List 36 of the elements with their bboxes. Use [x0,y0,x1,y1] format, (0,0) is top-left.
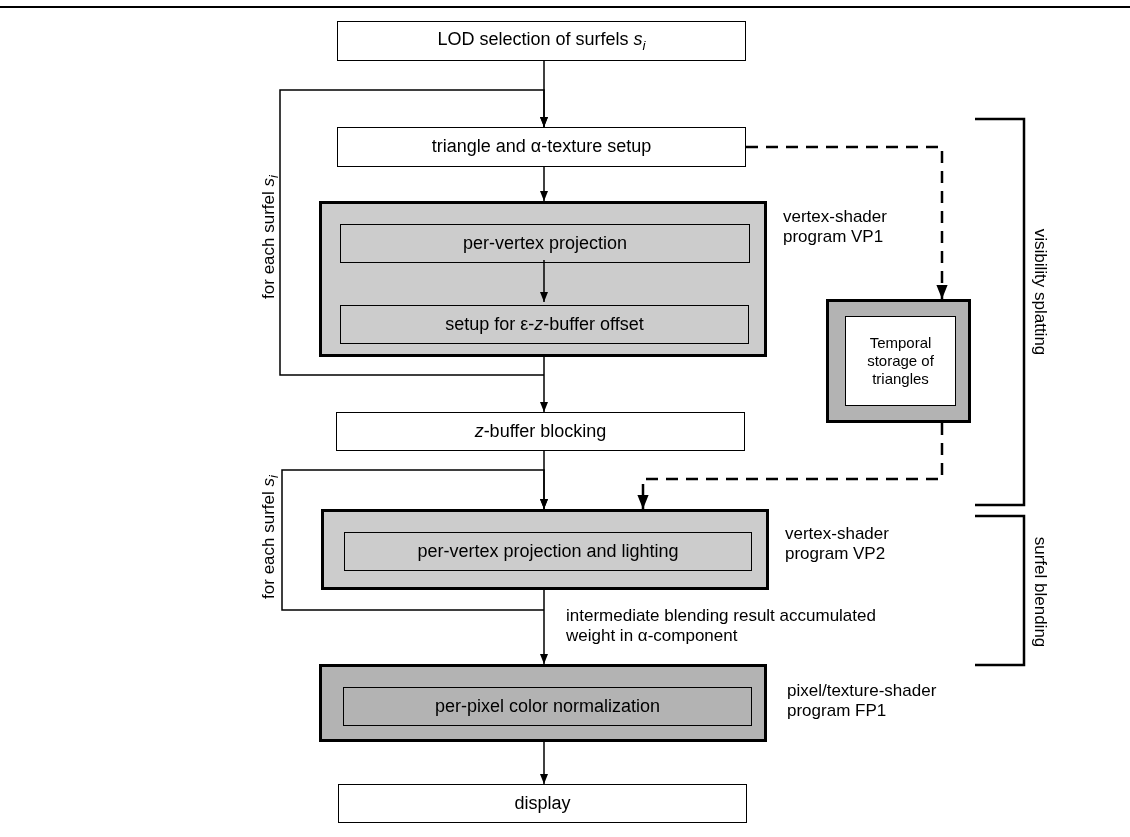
dashed-arrow [746,145,948,299]
arrow [540,741,548,785]
process-box [337,21,746,61]
arrow [281,469,548,611]
box-label: per-pixel color normalization [434,695,661,718]
box-label: LOD selection of surfels s$_{i}$ [437,28,646,54]
box-label: z-buffer blocking [474,420,607,443]
process-box [338,784,747,823]
process-box [336,412,745,451]
box-label: per-vertex projection and lighting [417,540,679,563]
box-label: per-vertex projection [462,232,628,255]
box-label: triangle and α-texture setup [431,136,652,158]
process-box [337,127,746,167]
dashed-arrow [637,423,944,509]
group-box [319,664,767,742]
annotation-text: vertex-shader program VP1 [783,207,888,247]
bracket-label: visibility splatting [1030,228,1050,356]
annotation-text: vertex-shader program VP2 [785,524,890,564]
process-box [343,687,752,726]
box-label: setup for ε-z-buffer offset [445,313,644,336]
bracket-label: surfel blending [1030,536,1050,648]
process-box [845,316,956,406]
process-box [344,532,752,571]
group-box [319,201,767,357]
process-box [340,224,750,263]
process-box [340,305,749,344]
group-box [826,299,971,423]
arrow [279,89,548,376]
arrow [540,259,548,303]
box-label: Temporal storage of triangles [866,334,935,388]
box-label: display [514,792,571,815]
group-box [321,509,769,590]
arrow [540,589,548,665]
arrow [540,356,548,413]
arrow [540,166,548,202]
annotation-text: pixel/texture-shader program FP1 [787,681,937,721]
